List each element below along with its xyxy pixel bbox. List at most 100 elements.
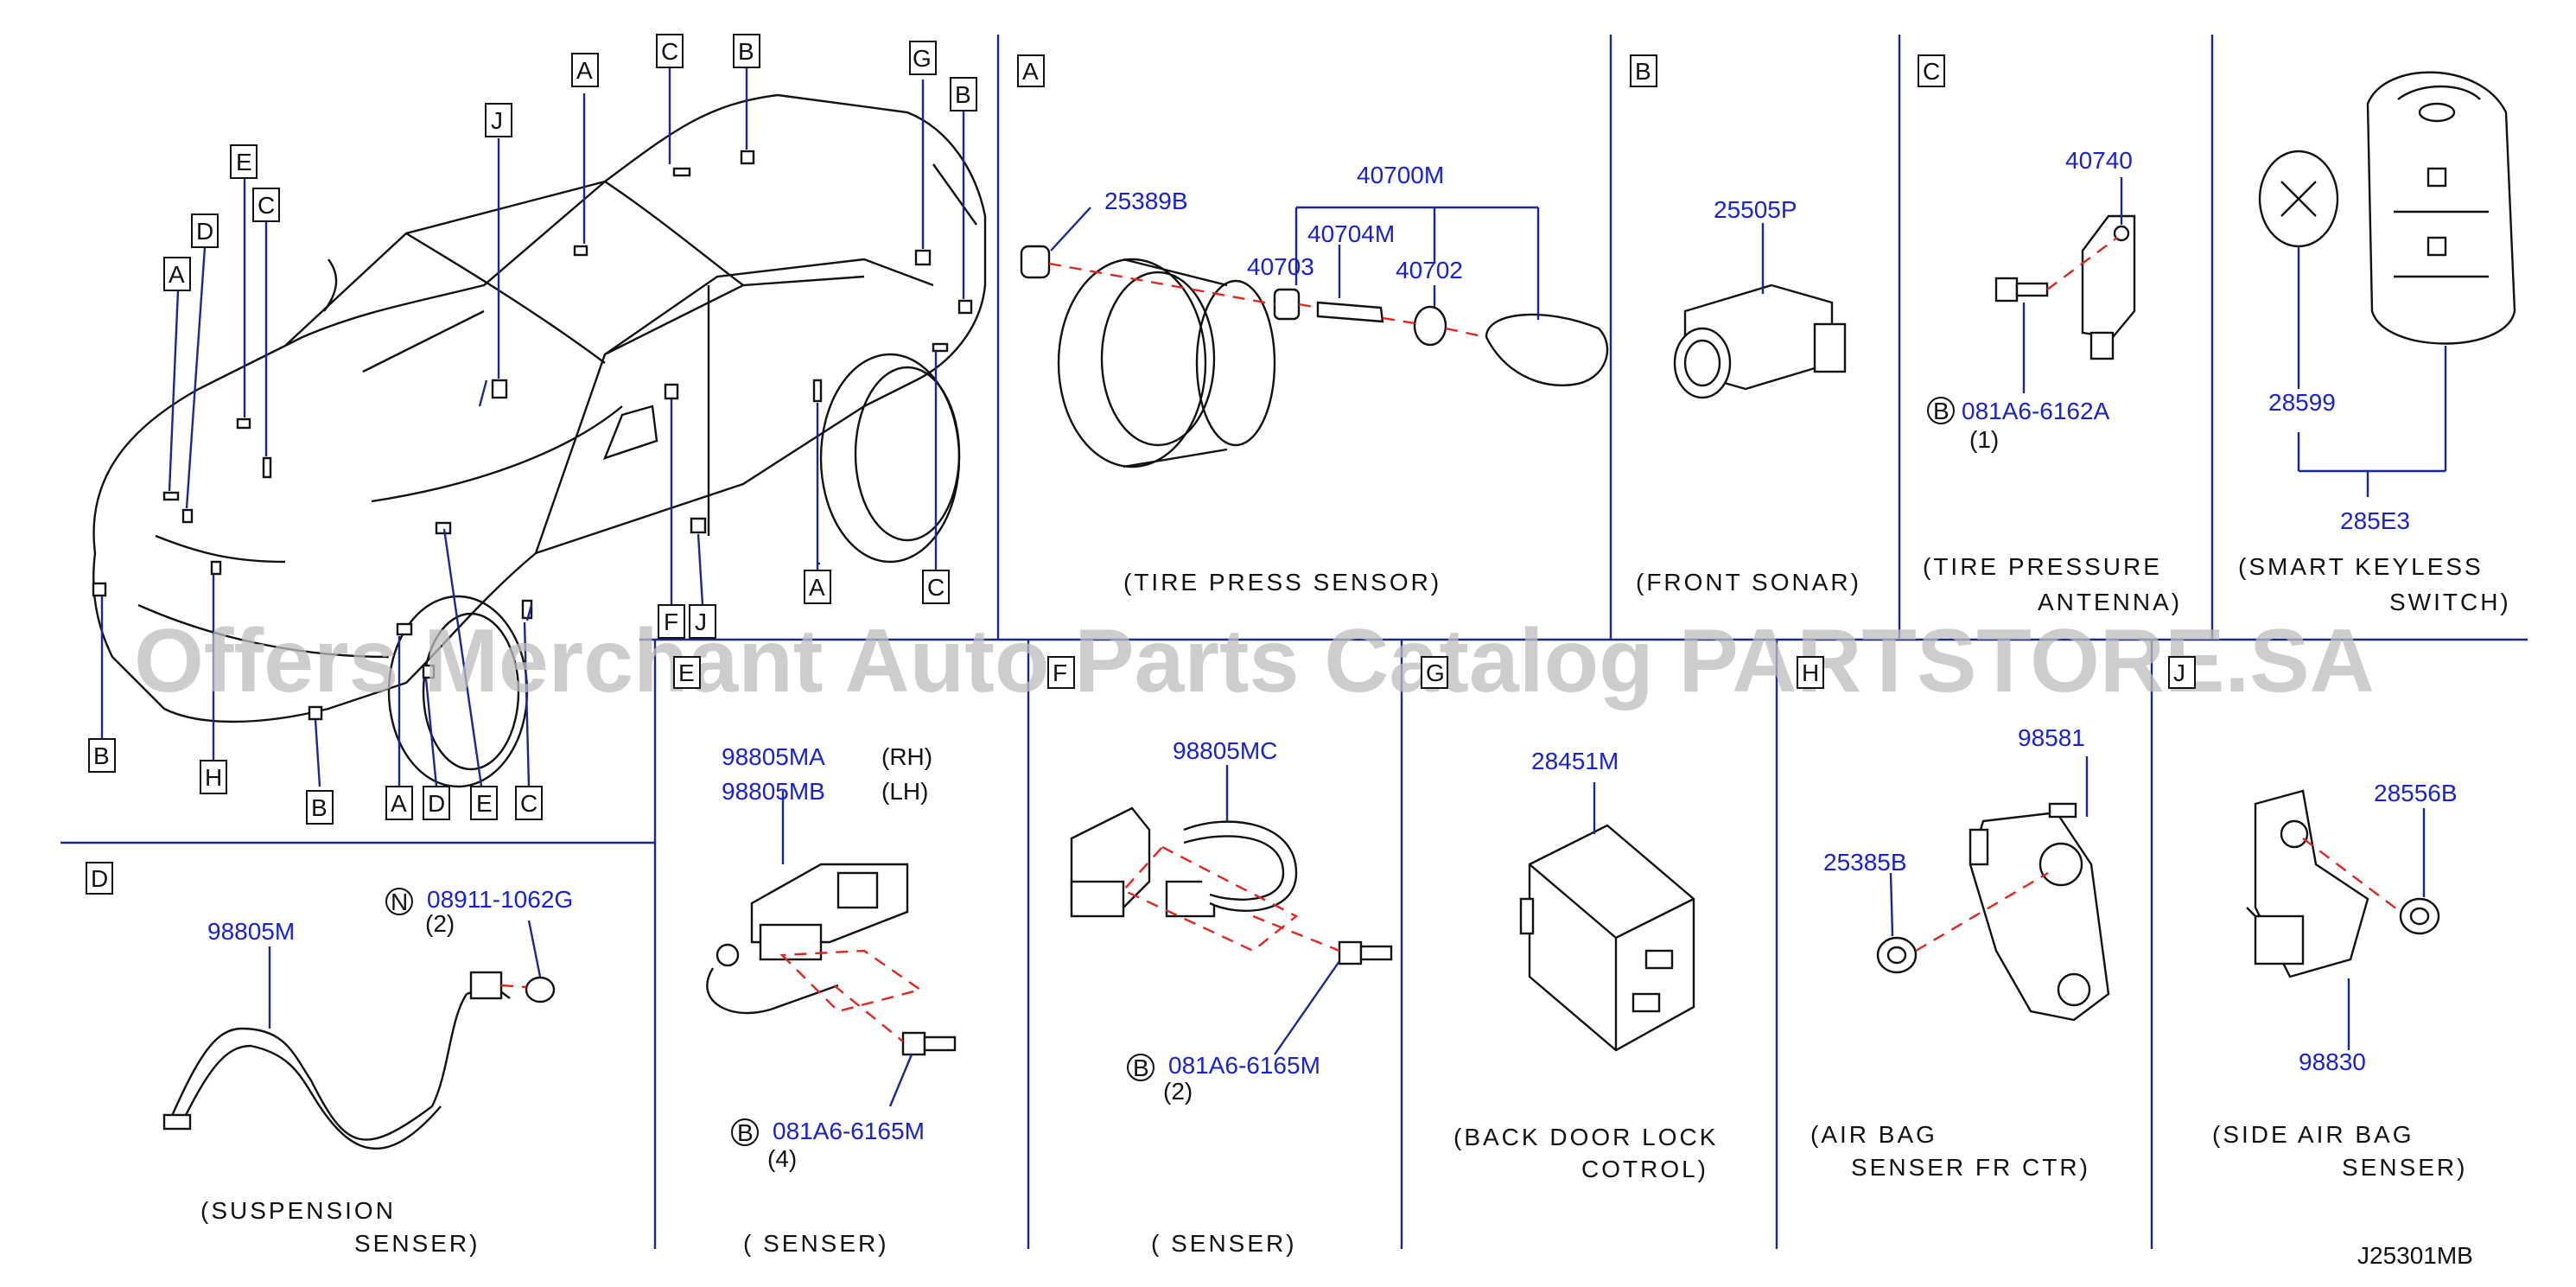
svg-text:B: B [1133,1054,1149,1081]
svg-text:G: G [1426,659,1445,686]
overview-label-E: E [230,144,258,179]
svg-text:28556B: 28556B [2374,780,2458,806]
svg-text:081A6-6165M: 081A6-6165M [1168,1052,1320,1079]
bolt-081a6-6162a [1994,277,2049,303]
nut-28556b [2399,897,2440,935]
svg-text:081A6-6165M: 081A6-6165M [773,1118,925,1144]
svg-text:C: C [927,574,945,601]
section-j: J 28556B 98830 (SIDE AIR BAG SENSER) [2168,656,2465,1181]
svg-text:08911-1062G: 08911-1062G [427,886,573,913]
svg-text:D: D [196,218,213,245]
overview-label-D: D [191,213,219,248]
svg-text:40702: 40702 [1396,257,1463,284]
svg-text:C: C [520,790,537,817]
section-a: A 25389B 40700M 40704M 40703 40702 [1017,54,1609,596]
svg-text:C: C [1923,58,1940,85]
suspension-senser-98805m [162,984,511,1150]
key-battery-28599 [2258,150,2339,248]
front-sonar-25505p [1673,284,1847,399]
svg-text:28599: 28599 [2268,389,2336,416]
svg-text:25389B: 25389B [1104,188,1188,214]
svg-text:A: A [1022,58,1039,85]
svg-text:E: E [236,149,252,175]
svg-text:SWITCH): SWITCH) [2389,589,2511,615]
svg-text:98805MA: 98805MA [722,743,825,770]
section-f: F 98805MC B 081A6-6165M (2) ( SENSER) [1047,656,1393,1257]
svg-text:B: B [955,81,971,108]
overview-label-B: B [733,34,760,68]
svg-text:40703: 40703 [1247,253,1314,280]
svg-text:J: J [2173,659,2185,686]
svg-text:B: B [93,742,110,769]
svg-text:(1): (1) [1969,426,1999,453]
overview-label-C: C [252,188,280,222]
svg-text:D: D [91,865,108,892]
svg-text:40700M: 40700M [1357,162,1444,188]
grommet-40702 [1413,305,1447,347]
svg-text:(RH): (RH) [881,743,932,770]
overview-label-G: G [909,41,937,75]
svg-text:(AIR BAG: (AIR BAG [1810,1121,1937,1148]
svg-text:B: B [1933,398,1949,424]
nut-25385b [1876,936,1918,974]
svg-text:B: B [738,38,754,65]
svg-text:A: A [169,261,185,288]
svg-text:B: B [737,1119,754,1146]
section-h: H 98581 25385B (AIR BAG SENSER FR CTR) [1797,656,2110,1181]
svg-text:40740: 40740 [2065,147,2133,174]
overview-label-H: H [200,760,227,794]
overview-label-J: J [485,103,512,137]
overview-label-C: C [515,786,543,820]
svg-text:SENSER): SENSER) [354,1230,480,1257]
section-b: B 25505P (FRONT SONAR) [1630,54,1861,596]
bolt-081a6-6165m [1338,940,1393,965]
overview-label-E: E [470,786,498,820]
svg-text:C: C [661,38,678,65]
svg-text:COTROL): COTROL) [1581,1156,1708,1182]
svg-text:A: A [809,574,825,601]
height-senser-98805ma [706,863,909,1015]
svg-text:B: B [311,794,328,821]
overview-label-A: A [571,53,599,87]
svg-text:98805M: 98805M [207,918,295,945]
svg-text:28451M: 28451M [1531,748,1619,774]
overview-label-B: B [88,738,116,773]
svg-text:(2): (2) [425,910,455,937]
bolt-081a6-6165m [901,1031,957,1056]
section-smart-key: 28599 285E3 (SMART KEYLESS SWITCH) [2238,71,2516,615]
overview-letter-boxes: A C B G B J E C D A A C F J B H B A D E … [88,34,977,825]
section-c: C 40740 B 081A6-6162A (1) (TIRE PRESSURE… [1918,54,2179,615]
back-door-lock-control-28451m [1519,824,1695,1052]
svg-text:98805MB: 98805MB [722,778,825,805]
overview-label-J: J [689,604,716,639]
svg-text:(SUSPENSION: (SUSPENSION [200,1197,396,1224]
svg-text:J: J [695,608,707,635]
svg-text:(SIDE AIR BAG: (SIDE AIR BAG [2212,1121,2414,1148]
smart-key-fob [2366,71,2516,345]
svg-text:98581: 98581 [2018,724,2085,751]
svg-text:J: J [491,107,503,134]
valve-nut-40703 [1273,288,1301,321]
svg-text:N: N [391,889,408,915]
overview-label-A: A [385,786,413,820]
svg-text:D: D [428,790,445,817]
svg-text:(FRONT SONAR): (FRONT SONAR) [1636,569,1861,596]
svg-text:25505P: 25505P [1714,196,1797,223]
svg-text:(BACK DOOR LOCK: (BACK DOOR LOCK [1453,1124,1718,1150]
svg-text:081A6-6162A: 081A6-6162A [1962,398,2110,424]
diagram-id: J25301MB [2357,1242,2473,1269]
svg-text:( SENSER): ( SENSER) [743,1230,889,1257]
svg-text:A: A [576,57,593,84]
overview-sensor-markers [92,150,973,721]
overview-label-B: B [950,77,977,111]
section-g: G 28451M (BACK DOOR LOCK COTROL) [1421,656,1718,1182]
overview-label-D: D [423,786,450,820]
overview-label-F: F [658,604,685,639]
svg-text:A: A [391,790,407,817]
svg-text:G: G [913,45,932,72]
watermark: Offers Merchant Auto Parts Catalog PARTS… [134,611,2375,711]
svg-text:H: H [1802,659,1819,686]
tire-pressure-antenna-40740 [2081,214,2136,360]
svg-text:H: H [205,764,222,791]
